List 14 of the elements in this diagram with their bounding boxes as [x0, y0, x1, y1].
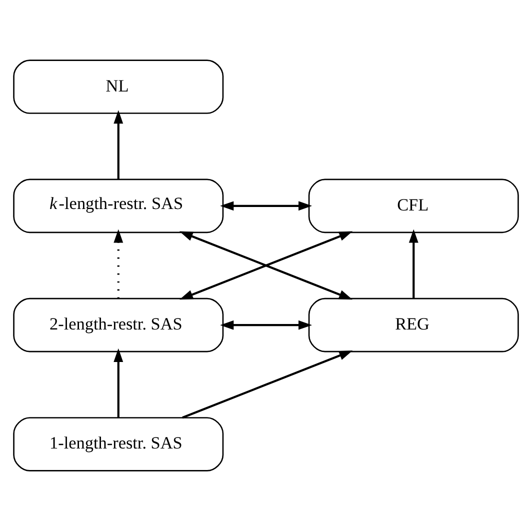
node-box: 2-length-restr. SAS — [13, 297, 224, 352]
node-box: 1-length-restr. SAS — [13, 416, 224, 471]
arrow — [220, 320, 312, 330]
node-box: CFL — [308, 178, 519, 233]
arrow — [114, 228, 124, 298]
arrow — [114, 348, 124, 418]
arrow — [182, 350, 353, 418]
arrow — [220, 200, 312, 210]
arrow — [179, 230, 353, 300]
arrow — [114, 110, 124, 179]
node-box: REG — [308, 297, 519, 352]
node-box: k-length-restr. SAS — [13, 178, 224, 233]
arrow — [408, 228, 418, 298]
node-box: NL — [13, 59, 224, 114]
